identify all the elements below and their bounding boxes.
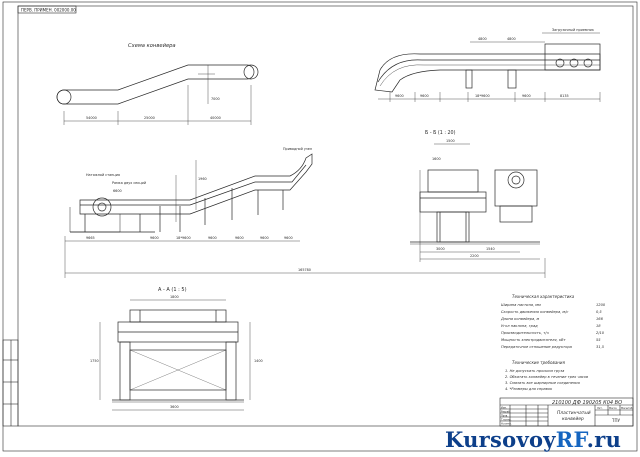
stamp-box (17, 5, 77, 14)
section-a-dim-4: 3600 (170, 405, 179, 409)
title-block (499, 397, 634, 427)
main-view (64, 153, 546, 278)
title-block-col: Лит. (597, 407, 603, 410)
requirement-item: 1. Не допускать просыпи груза (505, 369, 564, 373)
requirement-item: 3. Смазать все шарнирные соединения (505, 381, 581, 385)
main-dim-1: 9665 (86, 236, 95, 240)
top-dim-7: 8135 (560, 94, 569, 98)
main-dim-7: 9600 (284, 236, 293, 240)
tech-spec-label: Производительность, т/ч (501, 331, 549, 335)
scheme-title: Схема конвейера (128, 43, 176, 49)
tech-spec-label: Скорость движения конвейера, м/с (501, 310, 568, 314)
main-dim-9: 1960 (198, 177, 207, 181)
scheme-view (56, 64, 259, 125)
section-a-dim-3: 1400 (254, 359, 263, 363)
tech-spec-label: Угол наклона, град (501, 324, 538, 328)
section-a-dim-1: 1800 (170, 295, 179, 299)
tech-spec-value: 166 (596, 317, 604, 321)
section-b-title: Б - Б (1 : 20) (425, 130, 456, 136)
main-dim-3: 18*9600 (176, 236, 191, 240)
title-block-cols: Лит. Масса Масштаб (597, 407, 633, 410)
section-a-view (99, 299, 251, 411)
main-label-1: Натяжной станция (86, 173, 120, 177)
tech-spec-label: Длина конвейера, м (500, 317, 539, 321)
tech-spec-label: Мощность электродвигателя, кВт (501, 338, 566, 342)
main-label-2: Рамка двух секций (112, 181, 146, 185)
title-block-row: Пров. (501, 415, 508, 418)
title-block-rows: Изм. Разраб. Пров. Т.контр. Н.контр. (501, 407, 512, 426)
section-a-title: А - А (1 : 5) (158, 287, 187, 293)
requirements-list: 1. Не допускать просыпи груза 2. Обкатат… (505, 369, 588, 391)
top-view-note: Загрузочный приемник (552, 28, 594, 32)
title-block-name-line-2: конвейер (562, 416, 584, 422)
scheme-dim-1: 54000 (86, 116, 97, 120)
scheme-dim-4: 7000 (211, 97, 220, 101)
tech-spec-value: 2/10 (596, 331, 605, 335)
title-block-col: Масштаб (621, 407, 633, 410)
requirement-item: 2. Обкатать конвейер в течение трех часо… (505, 375, 588, 379)
inner-frame (17, 5, 634, 427)
main-dim-2: 9600 (150, 236, 159, 240)
req-title: Технические требования (512, 360, 566, 365)
tech-spec-value: 0,5 (596, 310, 602, 314)
brand-part-1: Kursovoy (445, 427, 556, 452)
tech-spec-value: 55 (596, 338, 601, 342)
title-block-row: Разраб. (501, 411, 511, 414)
top-view (374, 32, 601, 102)
main-dim-4: 9600 (208, 236, 217, 240)
title-block-name-line-1: Пластинчатый (557, 410, 591, 416)
section-b-dim-2: 3000 (436, 247, 445, 251)
scheme-dim-3: 40000 (210, 116, 221, 120)
left-margin-boxes (2, 339, 19, 427)
section-b-view (410, 143, 540, 262)
main-label-3: Приводной узел (283, 147, 312, 151)
title-block-col: Масса (609, 407, 617, 410)
tech-spec-value: 1200 (596, 303, 606, 307)
brand-part-3: .ru (586, 427, 622, 452)
title-block-row: Н.контр. (501, 423, 512, 426)
section-a-dim-2: 1750 (90, 359, 99, 363)
top-dim-2: 4800 (507, 37, 516, 41)
title-block-sheet-label: ТПУ (611, 418, 620, 423)
tech-spec-value: 18 (596, 324, 601, 328)
top-dim-4: 9600 (420, 94, 429, 98)
tech-spec-label: Ширина настила, мм (501, 303, 541, 307)
section-b-dim-4: 2200 (470, 254, 479, 258)
tech-specs-list: Ширина настила, мм 1200 Скорость движени… (500, 303, 606, 349)
requirement-item: 4. *Размеры для справок (505, 387, 553, 391)
main-dim-8: 6600 (113, 189, 122, 193)
top-dim-5: 18*9600 (475, 94, 490, 98)
watermark-brand: KursovoyRF.ru (445, 427, 621, 452)
main-total-dim: 165780 (298, 268, 311, 272)
main-dim-6: 9600 (260, 236, 269, 240)
top-dim-6: 9600 (522, 94, 531, 98)
title-block-row: Т.контр. (501, 419, 512, 422)
section-b-dim-5: 1600 (432, 157, 441, 161)
main-dim-5: 9600 (235, 236, 244, 240)
scheme-dim-2: 25000 (144, 116, 155, 120)
top-dim-3: 9600 (395, 94, 404, 98)
title-block-code: 210100 ДФ 190205 К04 ВО (552, 400, 622, 406)
brand-part-2: RF (555, 427, 587, 452)
tech-spec-label: Передаточное отношение редуктора (501, 345, 572, 349)
top-dim-1: 4800 (478, 37, 487, 41)
section-b-dim-1: 1500 (446, 139, 455, 143)
section-b-dim-3: 1540 (486, 247, 495, 251)
tech-title: Техническая характеристика (512, 294, 575, 299)
tech-spec-value: 31,5 (596, 345, 605, 349)
title-block-row: Изм. (501, 407, 507, 410)
stamp-text: ПЕРВ. ПРИМЕН. 002000.00 (21, 8, 76, 13)
